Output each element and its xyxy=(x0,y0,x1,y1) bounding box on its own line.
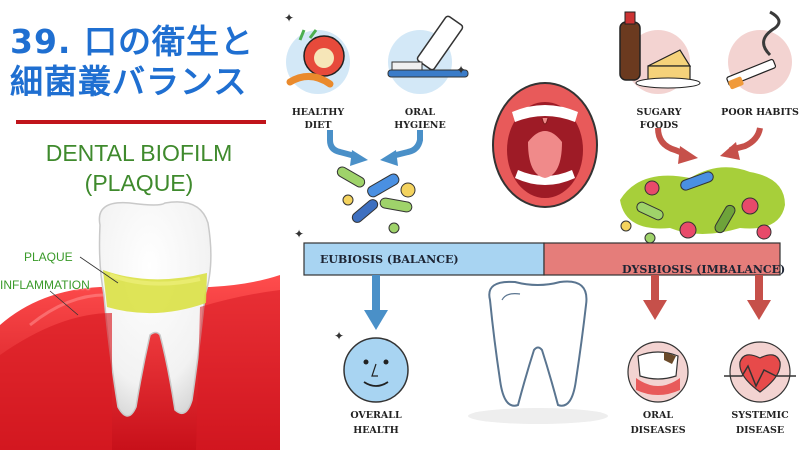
overall-health-caption-1: OVERALL xyxy=(350,410,402,421)
biofilm-subheading: (PLAQUE) xyxy=(84,170,194,196)
overall-health-caption-2: HEALTH xyxy=(353,425,399,436)
systemic-disease-caption-2: DISEASE xyxy=(735,425,785,436)
damaged-tooth-icon xyxy=(627,341,689,403)
imbalanced-bacteria-icon xyxy=(620,167,785,244)
systemic-disease-caption-1: SYSTEMIC xyxy=(731,410,789,421)
poor-habits-caption: POOR HABITS xyxy=(721,107,799,118)
inflammation-label: INFLAMMATION xyxy=(0,278,90,292)
healthy-diet-icon: ✦ xyxy=(284,11,350,94)
page-title-line-1: 39. 口の衛生と xyxy=(10,22,254,61)
oral-hygiene-caption: ORAL HYGIENE xyxy=(394,107,446,131)
poor-habits-icon xyxy=(726,10,792,94)
balanced-bacteria-icon: ✦ xyxy=(294,166,416,241)
healthy-diet-caption: HEALTHY DIET xyxy=(291,107,345,131)
oral-diseases-caption-2: DISEASES xyxy=(630,425,686,436)
heart-icon xyxy=(724,341,796,403)
dysbiosis-label: DYSBIOSIS (IMBALANCE) xyxy=(622,263,786,276)
plaque-label: PLAQUE xyxy=(24,250,73,264)
happy-face-icon: ✦ xyxy=(334,329,409,403)
svg-text:✦: ✦ xyxy=(294,227,304,241)
sugary-foods-caption: SUGARY FOODS xyxy=(636,107,682,131)
svg-text:✦: ✦ xyxy=(456,63,466,77)
open-mouth-icon xyxy=(492,82,598,208)
sugary-foods-icon xyxy=(619,11,701,94)
tooth-outline-icon xyxy=(468,280,608,424)
eubiosis-label: EUBIOSIS (BALANCE) xyxy=(320,253,459,266)
biofilm-heading: DENTAL BIOFILM xyxy=(45,140,233,166)
plaque-tooth-illustration xyxy=(0,201,280,450)
page-title-line-2: 細菌叢バランス xyxy=(10,62,248,101)
oral-diseases-caption-1: ORAL xyxy=(642,410,674,421)
title-divider xyxy=(16,120,266,124)
oral-hygiene-icon: ✦ xyxy=(387,15,469,94)
microbiome-infographic: ✦ ✦ xyxy=(284,10,796,424)
svg-text:✦: ✦ xyxy=(334,329,344,343)
svg-text:✦: ✦ xyxy=(284,11,294,25)
